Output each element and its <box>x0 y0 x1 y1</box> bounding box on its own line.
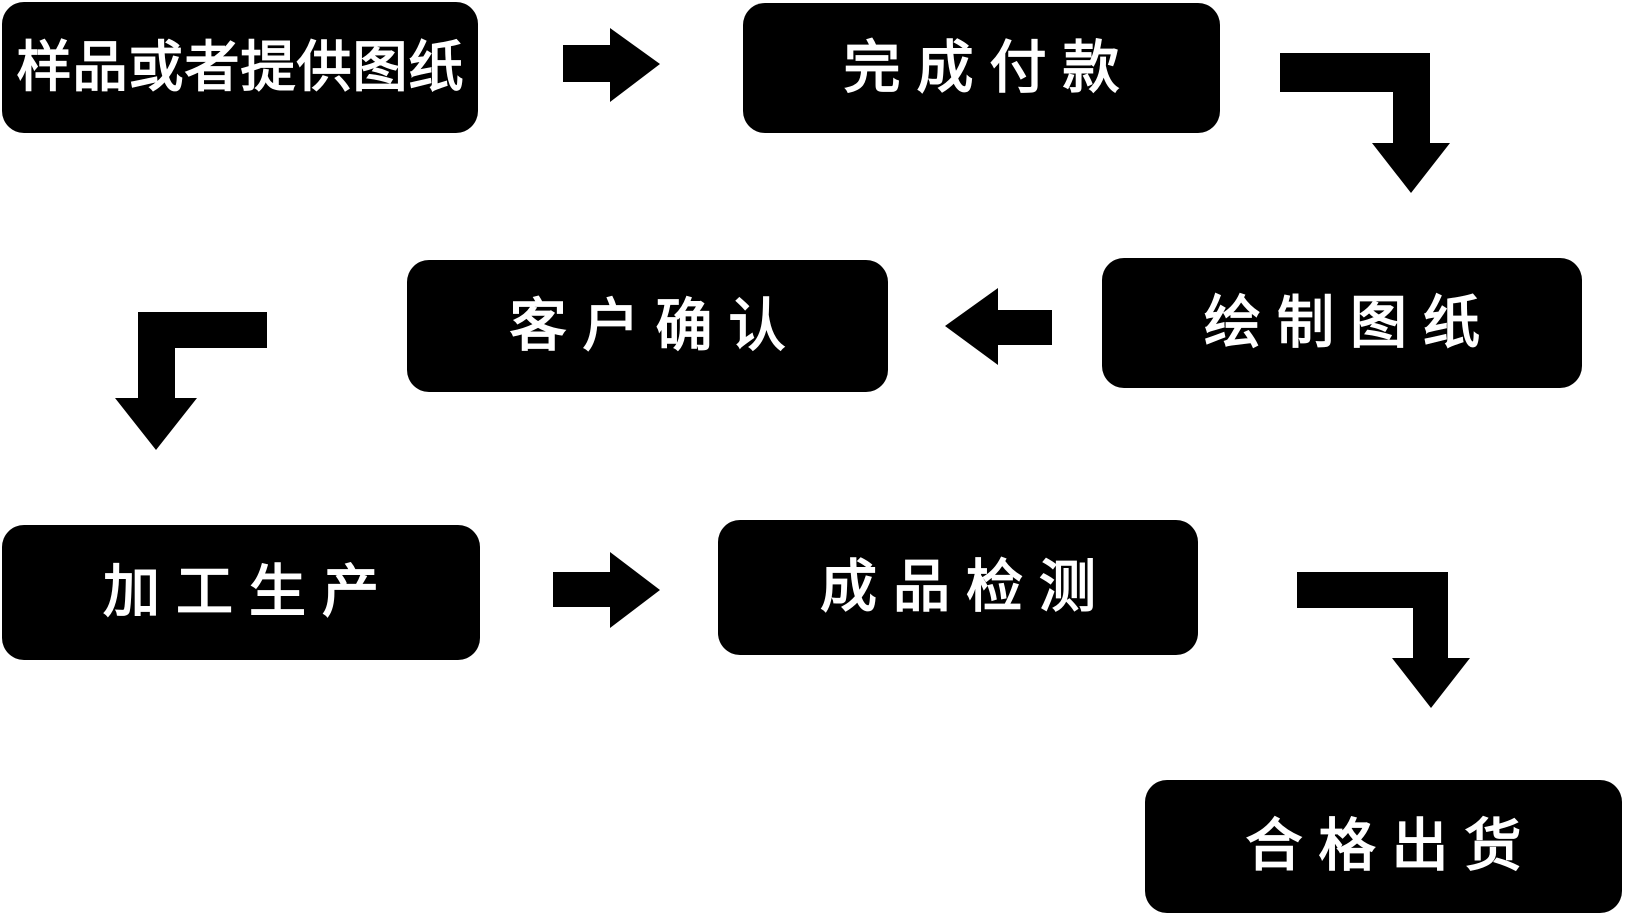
node-label: 成品检测 <box>820 555 1112 619</box>
node-label: 完成付款 <box>843 35 1136 100</box>
node-label: 客户确认 <box>509 293 802 358</box>
node-processing-production: 加工生产 <box>2 525 480 660</box>
node-label: 样品或者提供图纸 <box>16 36 465 98</box>
arrow-elbow-right-down-icon <box>1280 53 1450 193</box>
arrow-left-icon <box>945 288 1052 365</box>
node-label: 加工生产 <box>103 560 395 624</box>
arrow-elbow-left-down-icon <box>115 312 267 450</box>
arrow-elbow-right-down-icon <box>1297 572 1470 708</box>
arrow-right-icon <box>563 28 660 102</box>
arrow-right-icon <box>553 552 660 628</box>
node-sample-or-provide-drawings: 样品或者提供图纸 <box>2 2 478 133</box>
node-customer-confirmation: 客户确认 <box>407 260 888 392</box>
node-label: 绘制图纸 <box>1204 290 1496 355</box>
node-finished-product-inspection: 成品检测 <box>718 520 1198 655</box>
node-complete-payment: 完成付款 <box>743 3 1220 133</box>
node-label: 合格出货 <box>1245 814 1538 878</box>
node-draw-drawings: 绘制图纸 <box>1102 258 1582 388</box>
node-qualified-shipment: 合格出货 <box>1145 780 1622 913</box>
